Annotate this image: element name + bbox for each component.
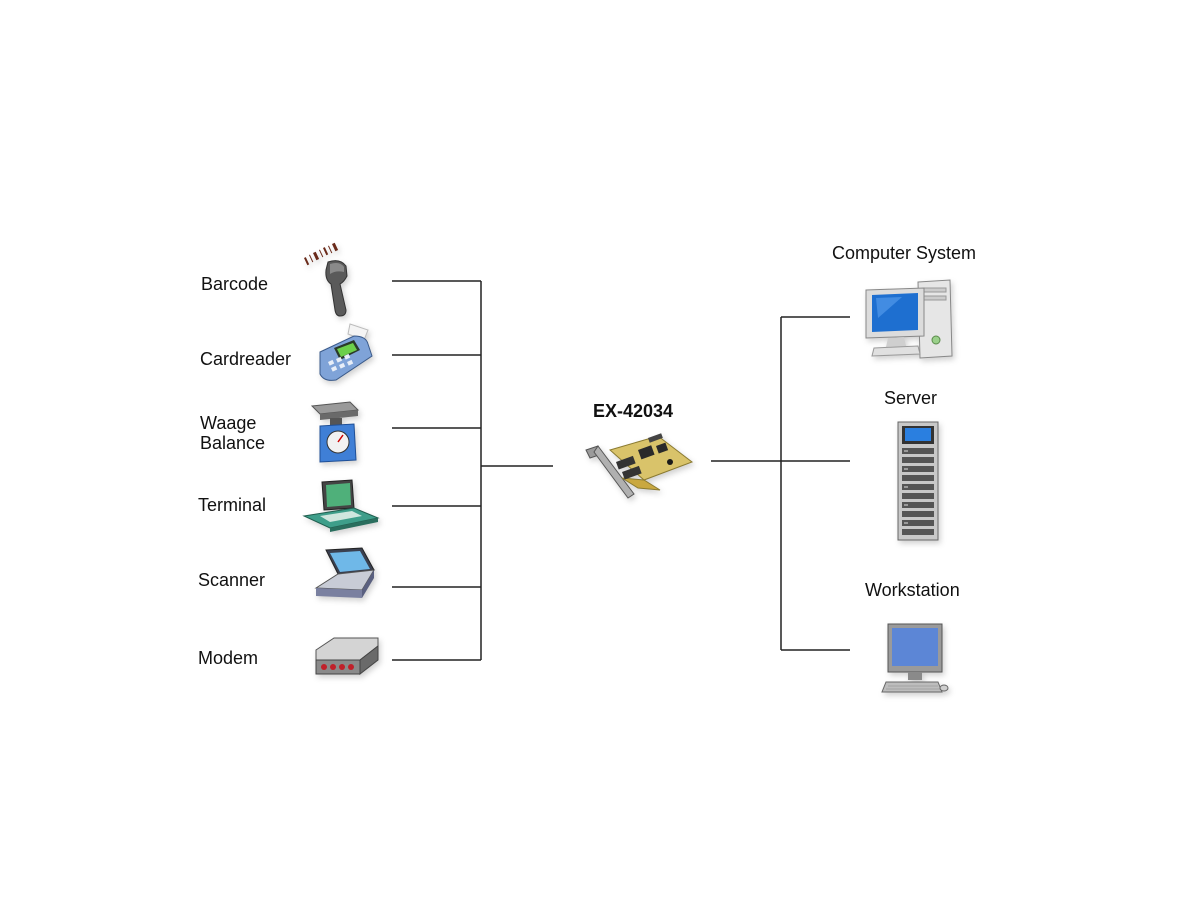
weighing-scale-icon [310,400,360,465]
label-modem: Modem [198,648,259,668]
label-server: Server [884,388,938,408]
label-workstation: Workstation [865,580,960,600]
barcode-scanner-icon [300,240,360,320]
label-balance: Balance [200,433,266,453]
modem-icon [312,636,382,681]
label-barcode: Barcode [201,274,269,294]
label-scanner: Scanner [198,570,266,590]
workstation-monitor-icon [880,622,950,697]
label-cardreader: Cardreader [200,349,292,369]
label-terminal: Terminal [198,495,267,515]
card-reader-icon [310,322,380,387]
label-computer: Computer System [832,243,977,263]
label-hub: EX-42034 [593,401,674,421]
server-rack-icon [896,420,942,545]
label-waage: Waage [200,413,257,433]
flatbed-scanner-icon [312,547,377,608]
serial-pci-card-icon [582,432,697,502]
desktop-computer-icon [862,278,957,363]
terminal-icon [300,478,380,533]
